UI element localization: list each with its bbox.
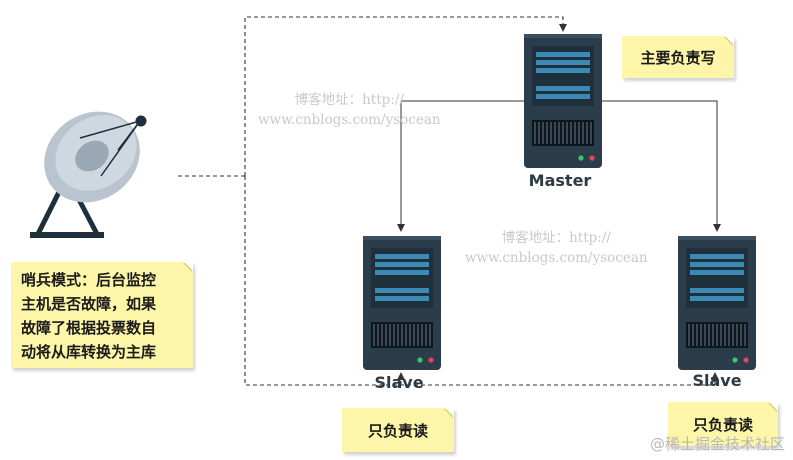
sentinel-to-slaves-line <box>244 176 715 386</box>
left-slave-role-note: 只负责读 <box>342 408 454 452</box>
watermark-center: 博客地址：http:// www.cnblogs.com/ysocean <box>465 228 648 268</box>
right-slave-role-note: 只负责读 <box>668 402 778 446</box>
sentinel-desc-line: 主机是否故障，如果 <box>21 295 157 313</box>
right-slave-server-icon <box>677 235 757 371</box>
master-role-text: 主要负责写 <box>640 48 716 67</box>
watermark-top-line: 博客地址：http:// <box>294 92 404 108</box>
watermark-center-line: 博客地址：http:// <box>501 230 611 246</box>
master-server-icon <box>523 33 603 169</box>
replication-lines <box>397 100 721 232</box>
master-to-left-slave-line <box>397 100 524 232</box>
master-role-note: 主要负责写 <box>622 36 734 78</box>
left-slave-server-icon <box>362 235 442 371</box>
right-slave-role-text: 只负责读 <box>692 415 753 434</box>
watermark-top-line: www.cnblogs.com/ysocean <box>258 112 441 128</box>
right-slave-label: Slave <box>692 371 742 390</box>
sentinel-to-master-line <box>244 16 567 176</box>
watermark-center-line: www.cnblogs.com/ysocean <box>465 250 648 266</box>
satellite-dish-icon <box>30 111 147 238</box>
watermark-top: 博客地址：http:// www.cnblogs.com/ysocean <box>258 90 441 130</box>
site-credit: @稀土掘金技术社区 <box>649 435 785 453</box>
left-slave-role-text: 只负责读 <box>367 421 428 440</box>
master-to-right-slave-line <box>602 100 721 232</box>
sentinel-desc-line: 故障了根据投票数自 <box>21 319 157 337</box>
master-label: Master <box>528 171 592 190</box>
left-slave-label: Slave <box>374 373 424 392</box>
sentinel-description-note: 哨兵模式：后台监控 主机是否故障，如果 故障了根据投票数自 动将从库转换为主库 <box>11 262 193 368</box>
sentinel-desc-line: 动将从库转换为主库 <box>21 343 157 361</box>
sentinel-desc-line: 哨兵模式：后台监控 <box>21 271 157 289</box>
sentinel-monitor-lines <box>178 16 719 386</box>
